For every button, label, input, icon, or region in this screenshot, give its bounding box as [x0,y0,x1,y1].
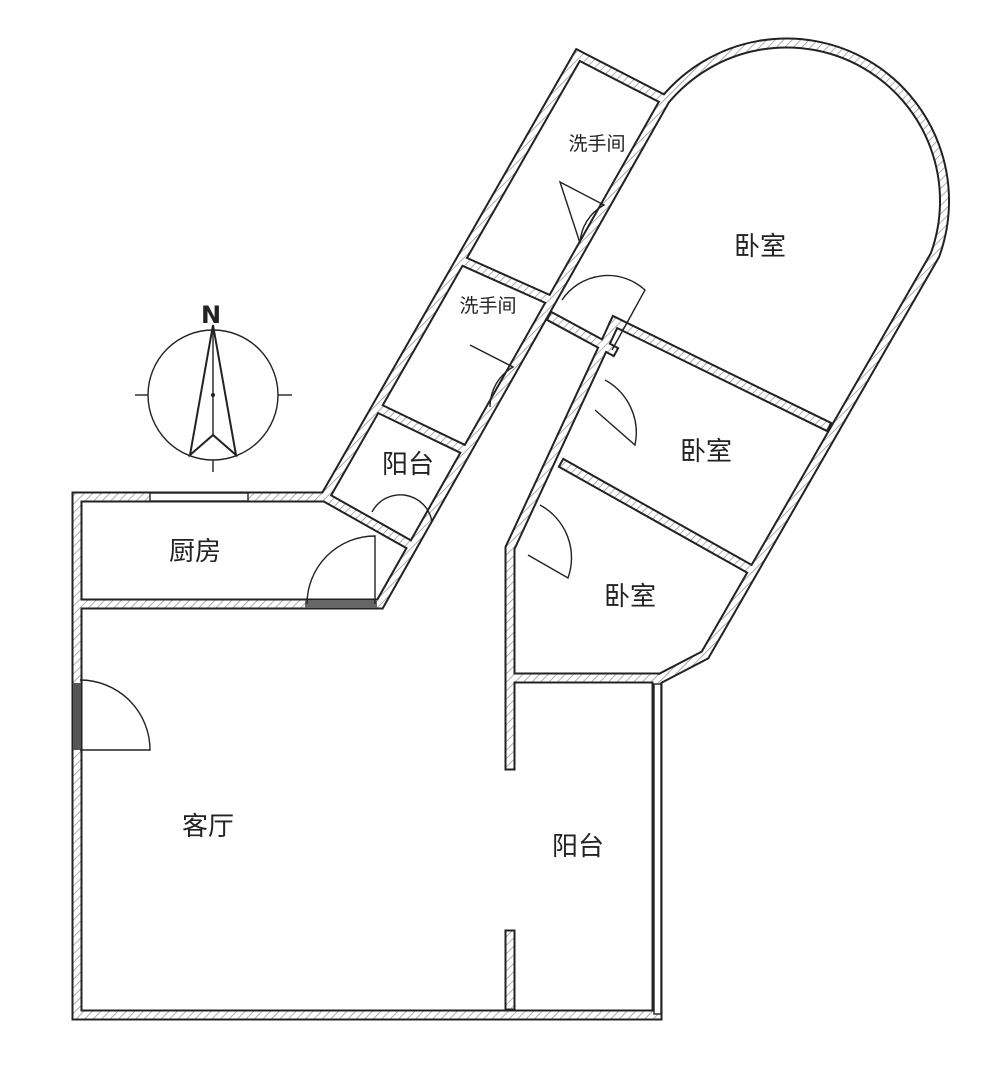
compass: N [135,301,292,472]
balcony-small-door[interactable] [371,494,433,523]
kitchen-window [149,492,249,502]
label-bathroom-1: 洗手间 [568,133,625,155]
living-room-door[interactable] [79,679,151,751]
compass-north-label: N [201,301,221,329]
walls [71,37,950,1021]
windows [73,492,662,1015]
label-balcony-small: 阳台 [382,450,434,480]
bedroom-lower-door[interactable] [527,504,573,580]
label-living-room: 客厅 [182,812,234,842]
hall-door[interactable] [561,274,646,351]
balcony-window [653,683,662,1015]
bedroom-middle-door[interactable] [594,379,637,447]
kitchen-door-sill [305,600,377,608]
label-bathroom-2: 洗手间 [459,295,516,317]
room-labels: 洗手间 洗手间 卧室 卧室 卧室 阳台 厨房 客厅 阳台 [169,133,786,862]
bathroom-2-door[interactable] [469,344,515,408]
label-kitchen: 厨房 [169,537,221,567]
label-bedroom-middle: 卧室 [680,437,732,467]
label-balcony-large: 阳台 [552,832,604,862]
label-bedroom-lower: 卧室 [604,582,656,612]
bathroom-1-door[interactable] [558,180,606,244]
label-bedroom-master: 卧室 [734,232,786,262]
living-door-frame [73,683,81,750]
doors [79,180,646,751]
kitchen-door[interactable] [306,535,376,605]
